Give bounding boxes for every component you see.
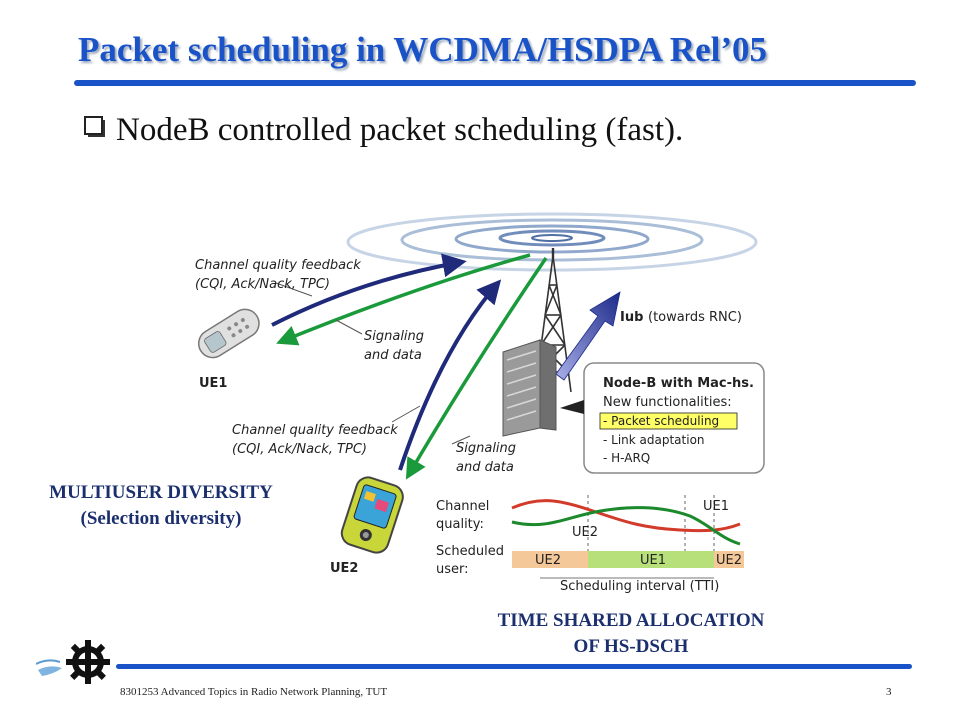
ue1-phone-icon (197, 308, 260, 359)
nodeb-callout-subtitle: New functionalities: (603, 395, 732, 410)
ue2-signaling-arrow (405, 257, 548, 480)
feedback2-label-line1: Channel quality feedback (232, 423, 398, 438)
scheduled-user-label-line1: Scheduled (436, 544, 504, 559)
bullet-text: NodeB controlled packet scheduling (fast… (116, 112, 684, 148)
time-shared-caption: TIME SHARED ALLOCATION OF HS-DSCH (466, 608, 796, 660)
ue2-feedback-arrow (398, 279, 502, 471)
title-underline (74, 80, 916, 86)
time-shared-caption-line2: OF HS-DSCH (573, 636, 689, 657)
func-link-adaptation: - Link adaptation (603, 433, 705, 447)
nodeb-callout-title: Node-B with Mac-hs. (603, 376, 754, 391)
ue1-feedback-arrow (271, 253, 467, 327)
feedback2-label-line2: (CQI, Ack/Nack, TPC) (232, 442, 367, 457)
ue2-pda-icon (340, 476, 404, 554)
iub-label: Iub (620, 310, 643, 325)
func-packet-scheduling: - Packet scheduling (603, 414, 719, 428)
time-shared-caption-line1: TIME SHARED ALLOCATION (497, 610, 765, 631)
signaling1-label-line2: and data (364, 348, 422, 363)
multiuser-diversity-caption: MULTIUSER DIVERSITY (Selection diversity… (28, 480, 294, 532)
nodeb-callout (560, 362, 765, 474)
channel-quality-label-line1: Channel (436, 499, 489, 514)
tut-logo-icon (36, 640, 110, 684)
iub-arrow (555, 291, 621, 381)
ue1-curve-label: UE1 (703, 499, 729, 514)
ue1-quality-curve (511, 506, 741, 546)
nodeb-cabinet (502, 339, 557, 437)
feedback1-label-line2: (CQI, Ack/Nack, TPC) (195, 277, 330, 292)
bar-ue1: UE1 (640, 553, 666, 568)
footer-rule (116, 664, 912, 669)
feedback1-label-line1: Channel quality feedback (195, 258, 361, 273)
signaling2-label-line1: Signaling (456, 441, 516, 456)
ue1-signaling-arrow (276, 253, 531, 346)
page-number: 3 (886, 686, 892, 698)
channel-quality-label-line2: quality: (436, 517, 484, 532)
func-harq: - H-ARQ (603, 451, 650, 465)
scheduling-interval-label: Scheduling interval (TTI) (560, 579, 719, 594)
ue2-quality-curve (511, 499, 741, 533)
multiuser-caption-line1: MULTIUSER DIVERSITY (49, 482, 273, 503)
ue1-label: UE1 (199, 376, 227, 391)
signaling2-label-line2: and data (456, 460, 514, 475)
scheduled-user-bar (512, 551, 744, 568)
slide-title: Packet scheduling in WCDMA/HSDPA Rel’05 (78, 30, 767, 69)
scheduled-user-label-line2: user: (436, 562, 469, 577)
ue2-curve-label: UE2 (572, 525, 598, 540)
checkbox-bullet-icon (84, 116, 105, 137)
bar-ue2-first: UE2 (535, 553, 561, 568)
iub-towards-label: (towards RNC) (648, 310, 742, 325)
ue2-label: UE2 (330, 561, 358, 576)
bar-ue2-second: UE2 (716, 553, 742, 568)
footer-course-text: 8301253 Advanced Topics in Radio Network… (120, 686, 388, 698)
multiuser-caption-line2: (Selection diversity) (80, 508, 242, 529)
signaling1-label-line1: Signaling (364, 329, 424, 344)
